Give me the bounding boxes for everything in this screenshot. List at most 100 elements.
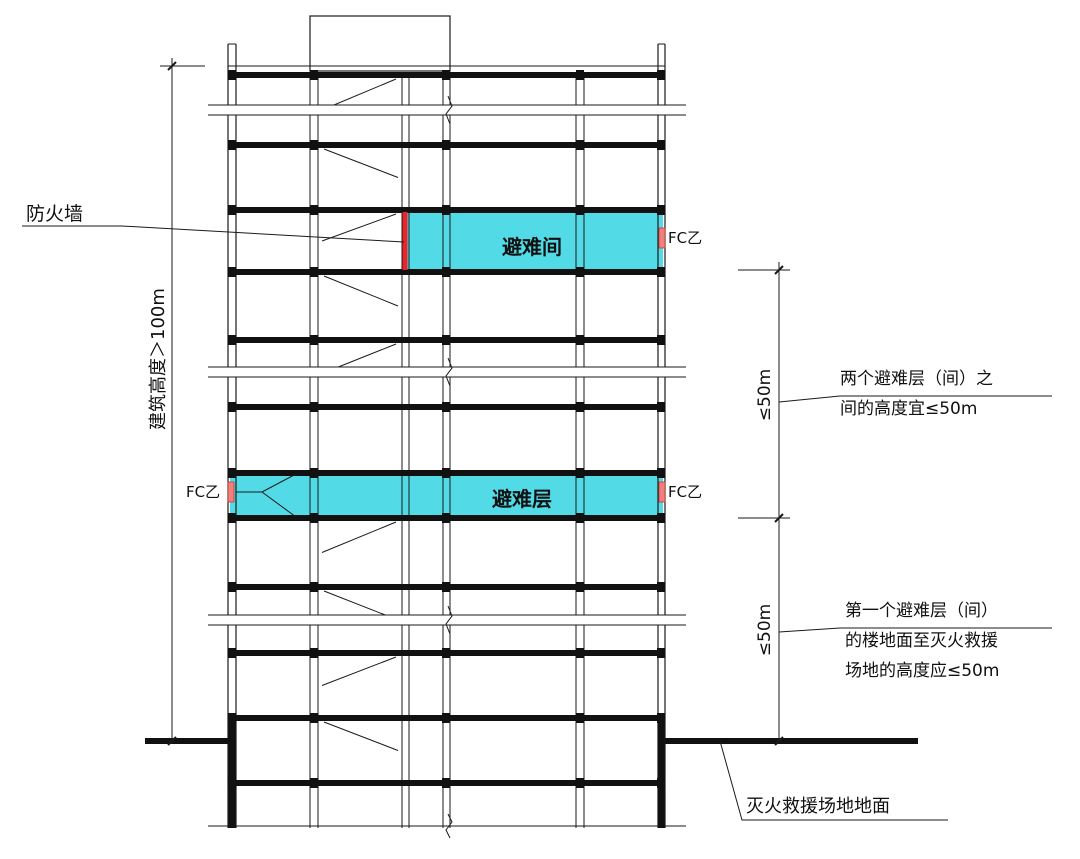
column-joint (657, 582, 665, 592)
column-joint (228, 267, 236, 277)
ground-label: 灭火救援场地地面 (746, 796, 890, 817)
stair-flight (321, 521, 397, 553)
note-between-line1: 两个避难层（间）之 (840, 369, 993, 389)
column-joint (228, 513, 236, 523)
column-joint (657, 335, 665, 345)
column-joint (576, 713, 584, 723)
building-height-label: 建筑高度＞100m (148, 288, 169, 430)
column-joint (576, 582, 584, 592)
refuge-room-fill (406, 212, 663, 270)
break-zigzag (445, 357, 453, 387)
column-joint (310, 140, 318, 150)
column-joint (310, 778, 318, 788)
column-joint (442, 582, 450, 592)
staircase (321, 78, 399, 751)
leader-lines (22, 225, 1052, 821)
column-joint (310, 513, 318, 523)
stair-flight (323, 721, 399, 751)
column-joint (442, 778, 450, 788)
column-joint (310, 402, 318, 412)
firewall-label: 防火墙 (26, 203, 83, 225)
column-joint (657, 140, 665, 150)
note-first-line3: 场地的高度应≤50m (845, 661, 999, 681)
column-joint (576, 70, 584, 80)
column-joint (310, 205, 318, 215)
column-joint (576, 468, 584, 478)
column-joint (657, 267, 665, 277)
break-zigzag (445, 605, 453, 635)
break-zigzag (445, 95, 453, 125)
column-joint (442, 140, 450, 150)
column-joint (310, 267, 318, 277)
stair-flight (323, 148, 399, 178)
column-joint (576, 267, 584, 277)
fire-door-floor-right (658, 481, 666, 503)
column-joint (657, 468, 665, 478)
refuge-floor-fill (230, 473, 663, 518)
fc-floor-left-label: FC乙 (186, 483, 220, 501)
stair-flight (321, 213, 397, 242)
dim-upper-label: ≤50m (755, 369, 775, 421)
column-joint (228, 70, 236, 80)
column-joint (310, 335, 318, 345)
column-joint (657, 648, 665, 658)
column-joint (657, 205, 665, 215)
refuge-floor-label: 避难层 (492, 487, 552, 511)
column-joint (657, 513, 665, 523)
column-joint (442, 70, 450, 80)
column-joint (442, 513, 450, 523)
break-band (208, 615, 686, 625)
column-joint (310, 468, 318, 478)
fc-floor-right-label: FC乙 (668, 483, 702, 501)
column-joint (576, 335, 584, 345)
column-joint (228, 335, 236, 345)
column-joint (576, 648, 584, 658)
refuge-floor-corridor (236, 473, 297, 518)
break-lines (208, 95, 686, 839)
refuge-spacing-dimension (738, 262, 790, 746)
column-joints (228, 70, 665, 788)
column-joint (657, 402, 665, 412)
column-joint (576, 402, 584, 412)
column-joint (657, 70, 665, 80)
stair-flight (321, 656, 397, 686)
column-joint (576, 513, 584, 523)
column-joint (310, 713, 318, 723)
note-first-line1: 第一个避难层（间） (845, 601, 998, 621)
column-joint (442, 335, 450, 345)
column-joint (228, 402, 236, 412)
column-joint (442, 267, 450, 277)
column-joint (576, 140, 584, 150)
column-joint (228, 648, 236, 658)
column-joint (310, 582, 318, 592)
stair-flight (323, 275, 399, 307)
bottom-break-zigzag (445, 813, 453, 839)
column-joint (442, 205, 450, 215)
column-joint (310, 70, 318, 80)
fire-door-floor-left (227, 481, 235, 503)
note-first-line2: 的楼地面至灭火救援 (845, 631, 998, 651)
refuge-room-label: 避难间 (502, 235, 562, 259)
fc-room-right-label: FC乙 (668, 229, 702, 247)
column-joint (442, 648, 450, 658)
column-joint (442, 402, 450, 412)
dim-lower-label: ≤50m (755, 604, 775, 656)
break-band (208, 367, 686, 377)
column-joint (576, 778, 584, 788)
column-joint (228, 468, 236, 478)
column-joint (228, 140, 236, 150)
note-between-line2: 间的高度宜≤50m (840, 399, 977, 419)
roof-machine-room (309, 15, 451, 72)
fire-door-room-right (658, 227, 666, 249)
floor-slabs (230, 72, 664, 786)
column-joint (310, 648, 318, 658)
column-joint (228, 582, 236, 592)
column-joint (442, 713, 450, 723)
column-joint (442, 468, 450, 478)
ground-line (145, 716, 918, 828)
column-joint (228, 205, 236, 215)
building-height-dimension (160, 58, 205, 746)
column-joint (576, 205, 584, 215)
